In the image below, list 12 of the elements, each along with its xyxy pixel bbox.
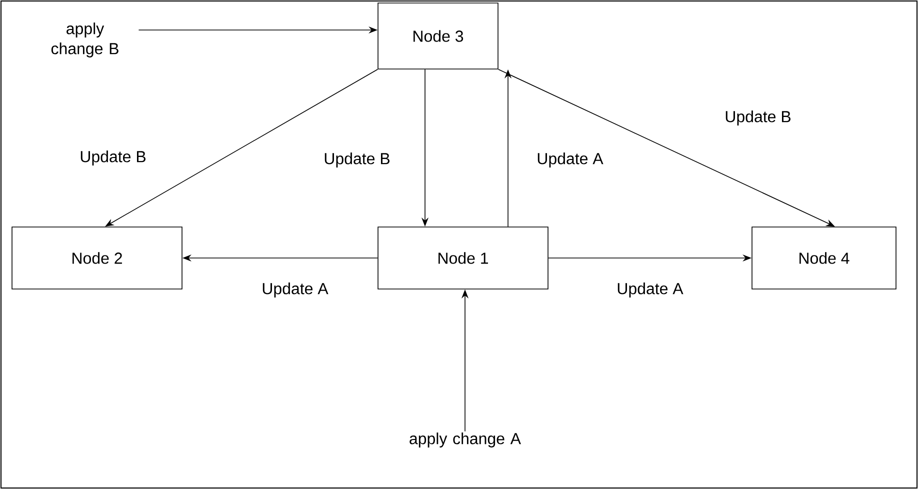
edge-label: Update B [724,110,792,126]
edge-label: Update A [536,152,604,168]
node-label: apply change B [51,22,118,58]
node-box: Node 3 [378,2,498,70]
node-box: Node 1 [378,226,548,290]
node-box: Node 2 [12,226,182,290]
edge-label: Update B [78,150,148,166]
node-box: Node 4 [752,226,896,290]
node-label: apply change A [410,432,521,448]
edge-label: Update A [616,282,684,298]
edge-label: Update B [322,152,392,168]
edge-label: Update A [260,282,330,298]
